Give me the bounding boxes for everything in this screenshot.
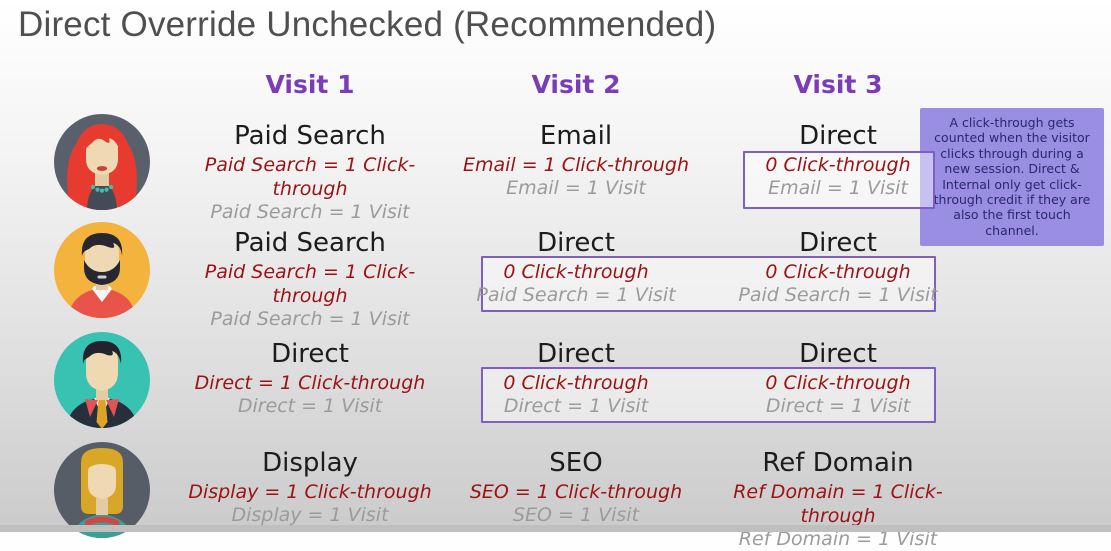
cell-row2-visit1: Paid Search Paid Search = 1 Click-throug…	[180, 227, 440, 331]
visit-line: Paid Search = 1 Visit	[738, 284, 938, 306]
visit-line: Direct = 1 Visit	[237, 395, 383, 417]
channel-name: Ref Domain	[762, 448, 914, 478]
cell-row2-visit3: Direct 0 Click-through Paid Search = 1 V…	[708, 227, 968, 307]
click-through-line: Paid Search = 1 Click-through	[204, 261, 416, 307]
channel-name: Email	[539, 121, 613, 151]
column-header-visit-3: Visit 3	[793, 70, 883, 99]
cell-row1-visit3: Direct 0 Click-through Email = 1 Visit	[708, 120, 968, 200]
visit-line: Paid Search = 1 Visit	[210, 201, 410, 223]
click-through-line: Display = 1 Click-through	[188, 481, 432, 503]
cell-row2-visit2: Direct 0 Click-through Paid Search = 1 V…	[446, 227, 706, 307]
avatar-woman-blonde	[52, 440, 152, 540]
visit-line: Paid Search = 1 Visit	[210, 308, 410, 330]
visit-line: Display = 1 Visit	[231, 504, 389, 526]
channel-name: Display	[262, 448, 358, 478]
highlight-box-row2-visit2-visit3	[481, 256, 936, 312]
channel-name: Direct	[799, 339, 877, 369]
visit-line: Email = 1 Visit	[506, 177, 646, 199]
slide-title: Direct Override Unchecked (Recommended)	[18, 5, 717, 44]
click-through-note: A click-through gets counted when the vi…	[920, 108, 1104, 247]
cell-row1-visit2: Email Email = 1 Click-through Email = 1 …	[446, 120, 706, 200]
channel-name: Direct	[271, 339, 349, 369]
column-header-visit-2: Visit 2	[531, 70, 621, 99]
cell-row4-visit3: Ref Domain Ref Domain = 1 Click-through …	[708, 447, 968, 551]
channel-name: Paid Search	[234, 121, 386, 151]
cell-row1-visit1: Paid Search Paid Search = 1 Click-throug…	[180, 120, 440, 224]
avatar-woman-redhair	[52, 112, 152, 212]
channel-name: Direct	[799, 121, 877, 151]
click-through-line: 0 Click-through	[503, 372, 649, 394]
column-header-visit-1: Visit 1	[265, 70, 355, 99]
click-through-line: 0 Click-through	[765, 154, 911, 176]
channel-name: SEO	[549, 448, 603, 478]
click-through-line: 0 Click-through	[503, 261, 649, 283]
highlight-box-row1-visit3	[743, 151, 935, 209]
cell-row3-visit3: Direct 0 Click-through Direct = 1 Visit	[708, 338, 968, 418]
visit-line: Direct = 1 Visit	[503, 395, 649, 417]
channel-name: Direct	[799, 228, 877, 258]
cell-row4-visit2: SEO SEO = 1 Click-through SEO = 1 Visit	[446, 447, 706, 527]
click-through-line: Direct = 1 Click-through	[194, 372, 426, 394]
cell-row3-visit1: Direct Direct = 1 Click-through Direct =…	[180, 338, 440, 418]
visit-line: Email = 1 Visit	[768, 177, 908, 199]
click-through-line: Paid Search = 1 Click-through	[204, 154, 416, 200]
cell-row4-visit1: Display Display = 1 Click-through Displa…	[180, 447, 440, 527]
channel-name: Direct	[537, 339, 615, 369]
click-through-line: 0 Click-through	[765, 261, 911, 283]
avatar-man-beard	[52, 220, 152, 320]
channel-name: Direct	[537, 228, 615, 258]
click-through-line: Ref Domain = 1 Click-through	[733, 481, 943, 527]
visit-line: Direct = 1 Visit	[765, 395, 911, 417]
bottom-edge-strip	[0, 525, 1111, 532]
visit-line: Paid Search = 1 Visit	[476, 284, 676, 306]
click-through-line: Email = 1 Click-through	[462, 154, 690, 176]
visit-line: SEO = 1 Visit	[512, 504, 640, 526]
highlight-box-row3-visit2-visit3	[481, 367, 936, 423]
channel-name: Paid Search	[234, 228, 386, 258]
click-through-line: SEO = 1 Click-through	[469, 481, 683, 503]
click-through-line: 0 Click-through	[765, 372, 911, 394]
avatar-man-suit	[52, 330, 152, 430]
cell-row3-visit2: Direct 0 Click-through Direct = 1 Visit	[446, 338, 706, 418]
slide: Direct Override Unchecked (Recommended) …	[0, 5, 1111, 550]
